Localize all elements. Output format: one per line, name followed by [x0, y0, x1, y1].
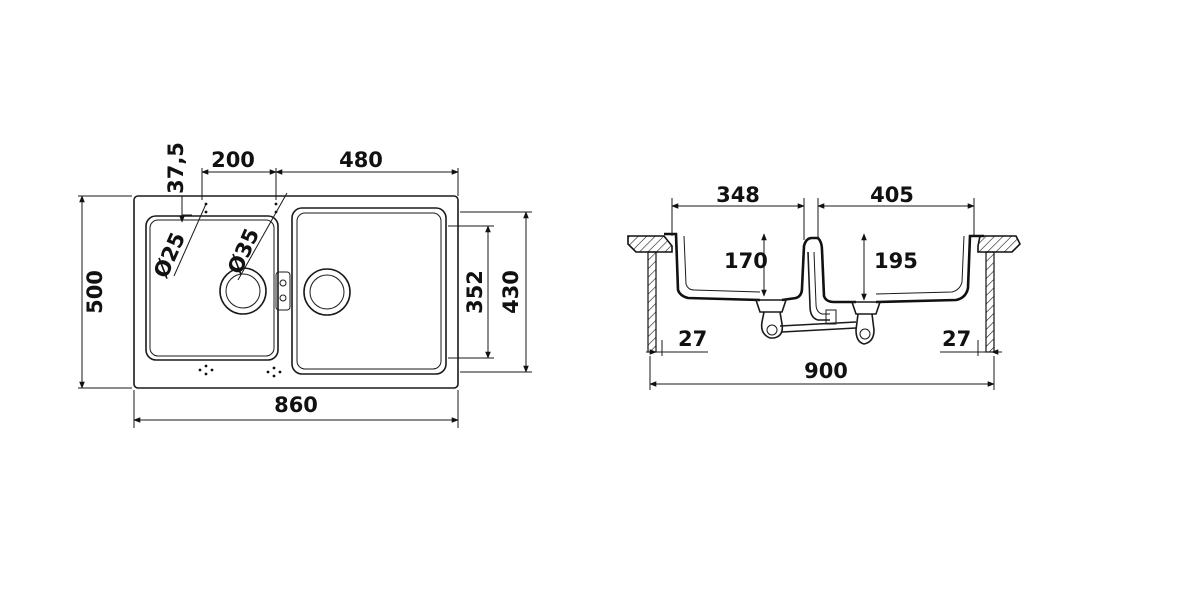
- edge-offset-label: 37,5: [164, 142, 188, 194]
- top-view: 860 500 200 480 37,5 352 430 Ø25 Ø35: [78, 142, 532, 428]
- overflow-pipe: [807, 251, 830, 321]
- width-label: 860: [274, 393, 318, 417]
- overflow-slot: [275, 271, 291, 311]
- left-bowl-profile: [664, 232, 761, 302]
- height-label: 500: [83, 270, 107, 314]
- small-bowl: [145, 215, 279, 361]
- outer-height-label: 430: [499, 270, 523, 314]
- small-bowl-drain: [219, 267, 267, 315]
- countertop-left: [627, 235, 673, 253]
- left-flange-label: 27: [678, 327, 707, 351]
- right-bowl-width-label: 405: [870, 183, 914, 207]
- large-bowl: [291, 207, 447, 375]
- cabinet-wall-right: [985, 251, 995, 353]
- total-width-label: 900: [804, 359, 848, 383]
- cabinet-wall-left: [647, 251, 657, 353]
- left-bowl-width-label: 348: [716, 183, 760, 207]
- right-bowl-profile: [875, 234, 984, 304]
- countertop-right: [977, 235, 1021, 253]
- right-depth-label: 195: [874, 249, 918, 273]
- left-drain: [754, 299, 788, 313]
- right-drain: [850, 301, 882, 315]
- drain-small-label: Ø25: [149, 229, 190, 282]
- tap-hole-mark-right: [266, 366, 282, 378]
- large-bowl-drain: [303, 268, 351, 316]
- right-flange-label: 27: [942, 327, 971, 351]
- side-view: 348 405 170 195 27 27 900: [627, 183, 1021, 390]
- drain-large-label: Ø35: [223, 225, 264, 278]
- sink-outline: [133, 195, 459, 389]
- small-bowl-width-label: 200: [211, 148, 255, 172]
- drain-small-leader: [173, 203, 207, 277]
- inner-height-label: 352: [463, 270, 487, 314]
- trap-pipe: [779, 321, 857, 327]
- tap-hole-mark-left: [198, 364, 214, 376]
- large-bowl-width-label: 480: [339, 148, 383, 172]
- left-depth-label: 170: [724, 249, 768, 273]
- drain-large-leader: [237, 192, 288, 281]
